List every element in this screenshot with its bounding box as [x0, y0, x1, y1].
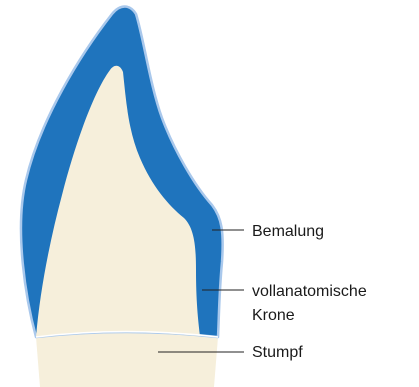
- stump-label: Stumpf: [252, 344, 303, 361]
- crown-label-line2: Krone: [252, 307, 295, 324]
- stump-base: [36, 332, 218, 387]
- crown-label-line1: vollanatomische: [252, 283, 367, 300]
- painting-label: Bemalung: [252, 223, 324, 240]
